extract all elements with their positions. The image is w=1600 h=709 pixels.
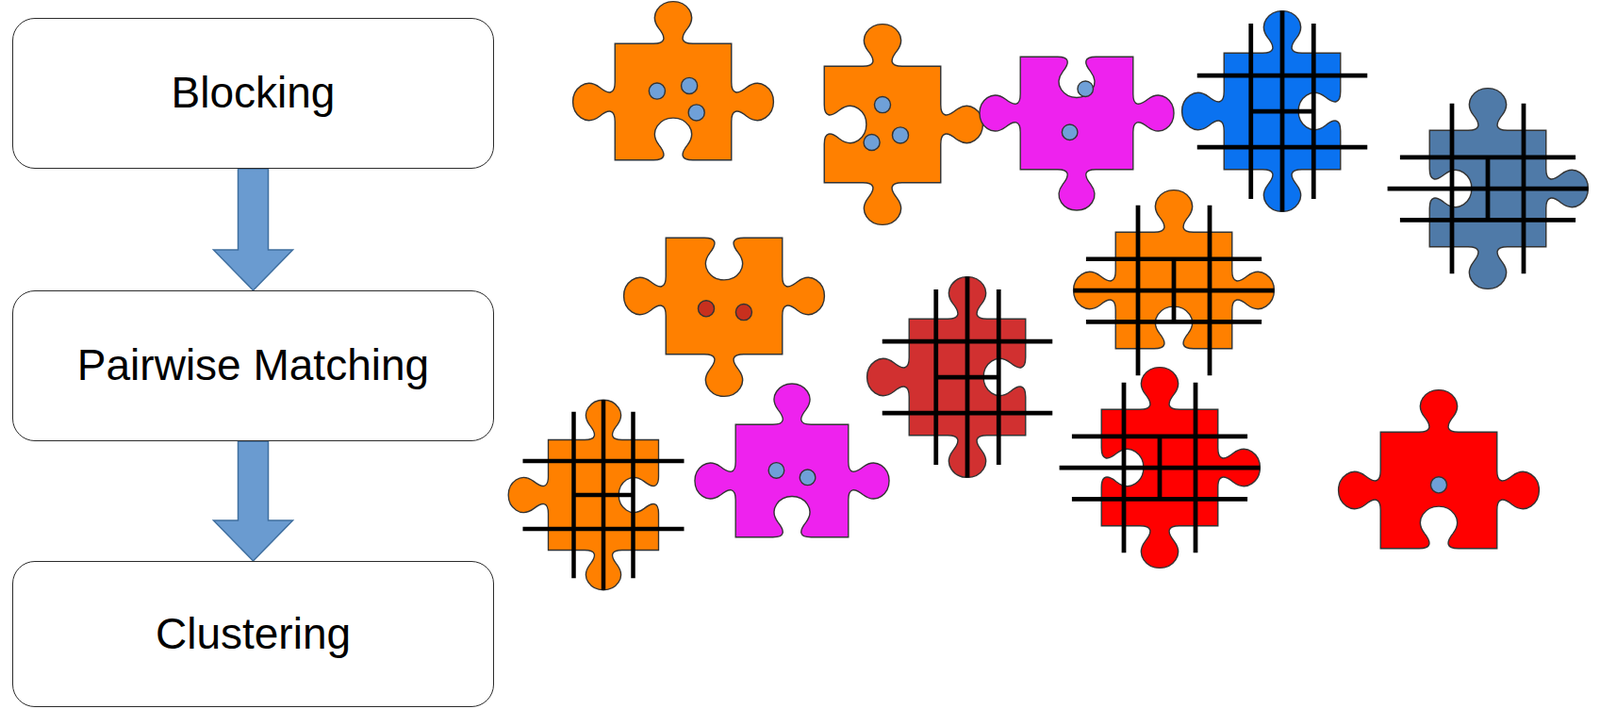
box-label: Clustering [155, 608, 351, 660]
piece-dots [863, 97, 909, 151]
piece-grid [1059, 382, 1261, 554]
puzzle-piece [824, 24, 983, 226]
piece-grid [523, 399, 685, 591]
piece-grid [1073, 205, 1275, 377]
puzzle-piece [624, 237, 825, 396]
process-box: Blocking [12, 17, 495, 169]
puzzle-piece [573, 1, 775, 161]
block-arrow [214, 168, 294, 291]
piece-dots [648, 77, 705, 121]
puzzle-piece [694, 383, 890, 538]
piece-grid [1197, 11, 1369, 213]
piece-dots [768, 462, 816, 486]
piece-dots [1430, 477, 1447, 494]
piece-grid [882, 277, 1054, 479]
piece-dots [697, 300, 752, 321]
process-box: Clustering [12, 560, 495, 708]
puzzle-piece [1338, 390, 1540, 549]
puzzle-piece [979, 56, 1174, 211]
block-arrow [214, 441, 294, 561]
process-box: Pairwise Matching [12, 290, 495, 442]
box-label: Blocking [171, 66, 336, 119]
piece-grid [1387, 103, 1589, 275]
box-label: Pairwise Matching [77, 339, 429, 392]
piece-dots [1061, 81, 1093, 141]
